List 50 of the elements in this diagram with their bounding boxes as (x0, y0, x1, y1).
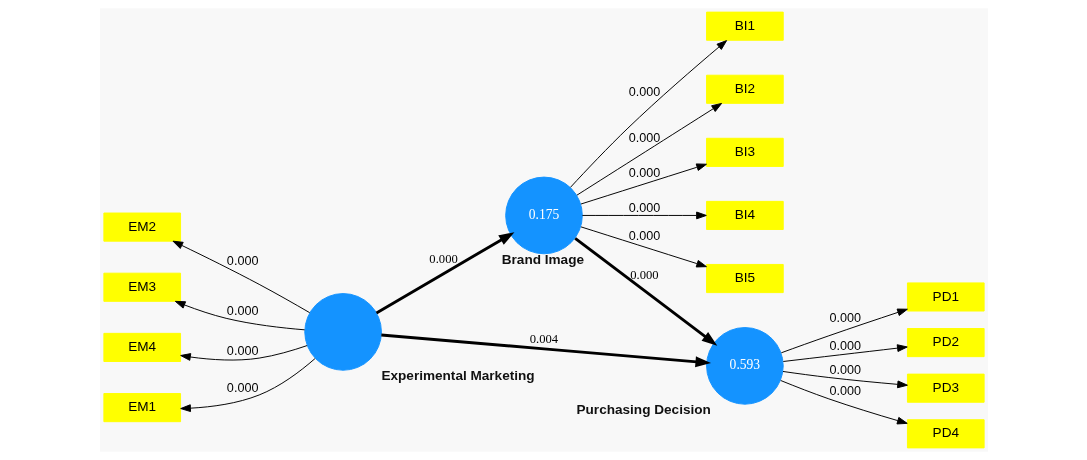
edge-label: 0.000 (226, 380, 258, 395)
edge-label: 0.000 (829, 338, 861, 353)
node-box: EM2 (102, 212, 181, 242)
arrow (581, 211, 707, 220)
arrow (575, 102, 722, 196)
arrow (179, 358, 315, 413)
arrow (179, 345, 308, 361)
node-label: Experimental Marketing (380, 368, 535, 384)
arrow (569, 40, 727, 188)
node-box: EM1 (102, 393, 181, 423)
edge-label: 0.000 (628, 229, 660, 244)
node-box: BI2 (705, 74, 784, 104)
arrow (580, 163, 707, 205)
node-box: BI1 (705, 11, 784, 41)
node-box: PD3 (906, 373, 985, 403)
edge-label: 0.000 (628, 200, 660, 215)
node-box: BI4 (705, 200, 784, 230)
edge-label: 0.000 (226, 343, 258, 358)
edge-label: 0.000 (628, 166, 660, 181)
edge-label: 0.000 (829, 310, 861, 325)
arrow (580, 226, 707, 268)
edge-label: 0.000 (226, 254, 258, 269)
arrow (375, 232, 514, 315)
arrow (782, 344, 908, 362)
edge-label: 0.000 (829, 363, 861, 378)
arrow (573, 237, 717, 346)
node-circle: 0.175 (504, 176, 583, 255)
node-circle: 0.593 (705, 327, 784, 405)
edge-label: 0.000 (628, 131, 660, 146)
node-box: BI5 (705, 263, 784, 294)
arrow (174, 300, 305, 331)
node-box: PD4 (906, 419, 985, 449)
arrow (172, 240, 310, 314)
node-circle (303, 293, 382, 371)
node-box: PD1 (906, 282, 985, 312)
edge-label: 0.000 (428, 252, 458, 267)
arrow (780, 308, 908, 354)
node-box: BI3 (705, 137, 784, 167)
edge-label: 0.004 (529, 331, 558, 346)
edge-label: 0.000 (226, 303, 258, 318)
edge-label: 0.000 (829, 384, 861, 399)
edge-label: 0.000 (628, 85, 660, 100)
edge-label: 0.000 (629, 267, 659, 282)
node-box: EM4 (102, 332, 181, 362)
arrow (380, 333, 711, 368)
arrow (779, 380, 908, 425)
arrow (782, 371, 908, 389)
node-box: PD2 (906, 328, 985, 358)
node-box: EM3 (102, 272, 181, 302)
node-label: Purchasing Decision (576, 402, 711, 418)
